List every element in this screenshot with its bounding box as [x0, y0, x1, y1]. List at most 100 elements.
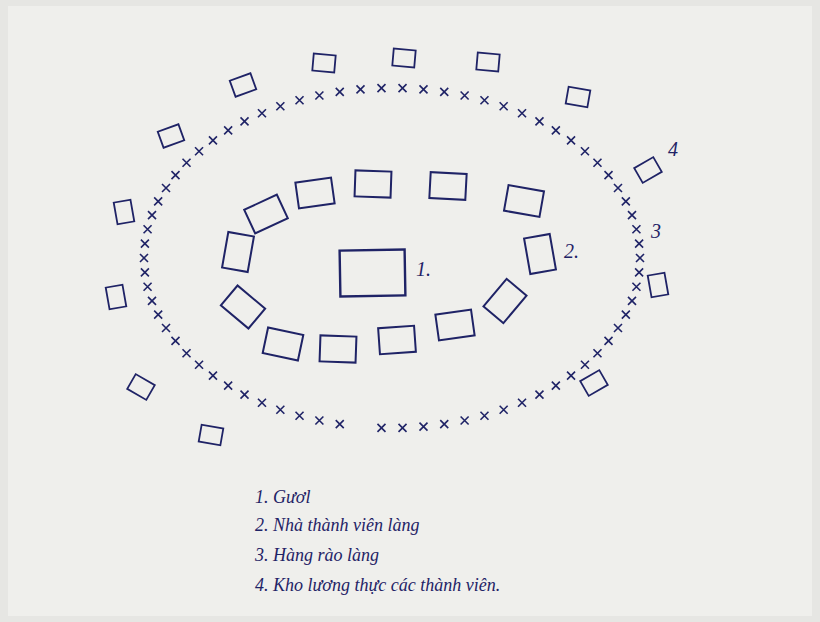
- member-house: [222, 232, 254, 272]
- granary: [106, 285, 127, 310]
- fence-mark: [420, 85, 428, 93]
- fence-mark: [622, 311, 630, 319]
- granary: [476, 53, 499, 72]
- fence-mark: [518, 109, 526, 117]
- fence-mark: [614, 184, 622, 192]
- village-fence: [140, 84, 644, 432]
- callout-number: 1.: [416, 258, 431, 280]
- granary: [127, 374, 155, 400]
- fence-mark: [500, 406, 508, 414]
- granary: [114, 200, 135, 225]
- member-house: [355, 170, 392, 197]
- fence-mark: [605, 171, 613, 179]
- member-house: [244, 195, 288, 234]
- granary: [158, 124, 184, 147]
- fence-mark: [336, 420, 344, 428]
- fence-mark: [141, 240, 149, 248]
- member-house: [504, 185, 544, 217]
- fence-mark: [162, 184, 170, 192]
- fence-mark: [632, 225, 640, 233]
- fence-mark: [209, 372, 217, 380]
- fence-mark: [535, 117, 543, 125]
- fence-mark: [144, 225, 152, 233]
- granary: [566, 87, 591, 108]
- fence-mark: [614, 324, 622, 332]
- member-house: [524, 234, 556, 274]
- member-house: [221, 285, 265, 328]
- key-entry: 2. Nhà thành viên làng: [255, 516, 420, 536]
- fence-mark: [581, 147, 589, 155]
- fence-mark: [518, 399, 526, 407]
- granary: [199, 425, 224, 446]
- fence-mark: [183, 159, 191, 167]
- fence-mark: [154, 197, 162, 205]
- fence-mark: [632, 283, 640, 291]
- fence-mark: [144, 283, 152, 291]
- fence-mark: [296, 96, 304, 104]
- fence-mark: [535, 391, 543, 399]
- fence-mark: [224, 126, 232, 134]
- granaries: [106, 49, 669, 446]
- fence-mark: [162, 324, 170, 332]
- fence-mark: [593, 159, 601, 167]
- granary: [230, 73, 256, 96]
- member-house: [435, 310, 474, 341]
- fence-mark: [315, 91, 323, 99]
- fence-mark: [420, 423, 428, 431]
- fence-mark: [461, 91, 469, 99]
- granary: [392, 49, 415, 68]
- fence-mark: [276, 102, 284, 110]
- member-house: [483, 279, 526, 323]
- fence-mark: [195, 147, 203, 155]
- fence-mark: [567, 136, 575, 144]
- fence-mark: [628, 211, 636, 219]
- fence-mark: [171, 337, 179, 345]
- member-houses: [221, 170, 556, 362]
- member-house: [263, 328, 304, 361]
- fence-mark: [480, 412, 488, 420]
- key-entry: 4. Kho lương thực các thành viên.: [255, 576, 500, 596]
- fence-mark: [440, 420, 448, 428]
- fence-mark: [171, 171, 179, 179]
- fence-mark: [635, 240, 643, 248]
- fence-mark: [635, 268, 643, 276]
- member-house: [320, 335, 357, 362]
- callout-number: 2.: [564, 240, 579, 262]
- fence-mark: [141, 268, 149, 276]
- key-entry: 3. Hàng rào làng: [255, 546, 379, 566]
- fence-mark: [500, 102, 508, 110]
- fence-mark: [628, 297, 636, 305]
- fence-mark: [399, 84, 407, 92]
- granary: [580, 370, 608, 396]
- fence-mark: [148, 211, 156, 219]
- granary: [634, 157, 662, 183]
- fence-mark: [567, 372, 575, 380]
- fence-mark: [183, 349, 191, 357]
- granary: [312, 54, 335, 73]
- fence-mark: [399, 424, 407, 432]
- fence-mark: [241, 117, 249, 125]
- fence-mark: [356, 85, 364, 93]
- fence-mark: [581, 361, 589, 369]
- granary: [648, 273, 669, 298]
- fence-mark: [276, 406, 284, 414]
- member-house: [295, 178, 334, 209]
- fence-mark: [605, 337, 613, 345]
- fence-mark: [209, 136, 217, 144]
- fence-mark: [195, 361, 203, 369]
- guol-house: [340, 249, 406, 296]
- fence-mark: [552, 382, 560, 390]
- fence-mark: [440, 88, 448, 96]
- member-house: [429, 172, 466, 200]
- fence-mark: [296, 412, 304, 420]
- fence-mark: [636, 254, 644, 262]
- fence-mark: [552, 126, 560, 134]
- fence-mark: [258, 399, 266, 407]
- fence-mark: [154, 311, 162, 319]
- fence-mark: [622, 197, 630, 205]
- callout-number: 3: [651, 220, 661, 242]
- fence-mark: [148, 297, 156, 305]
- fence-mark: [258, 109, 266, 117]
- fence-mark: [461, 417, 469, 425]
- fence-mark: [241, 391, 249, 399]
